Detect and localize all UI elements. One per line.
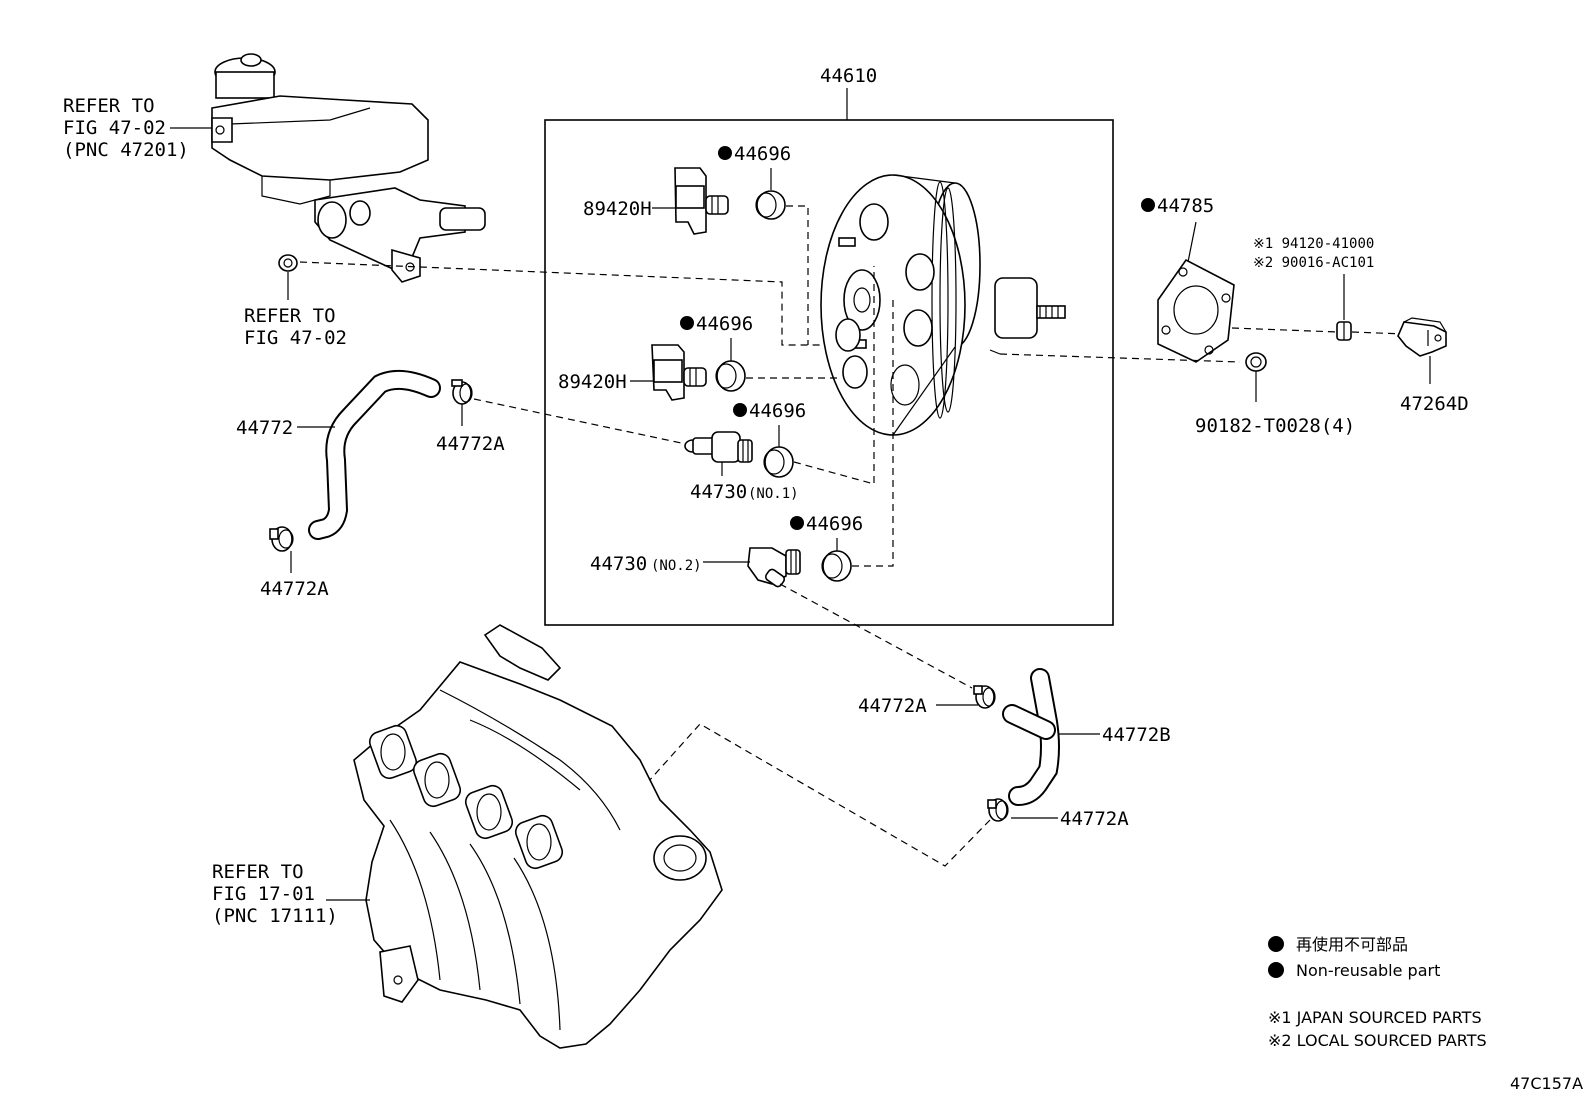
sensor-2-drawing bbox=[651, 344, 707, 401]
refer-master-cylinder-line-3: (PNC 47201) bbox=[63, 139, 189, 161]
non-reusable-dot bbox=[718, 146, 732, 160]
intake-manifold-drawing bbox=[353, 624, 723, 1049]
clamp-lower-upper-drawing bbox=[973, 685, 996, 709]
grommet-3-label: 44696 bbox=[749, 400, 806, 422]
clamp-upper-left-label: 44772A bbox=[260, 578, 329, 600]
sensor-1-drawing bbox=[674, 167, 729, 235]
check-valve-2-label: 44730 bbox=[590, 553, 647, 575]
grommet-2-label: 44696 bbox=[696, 313, 753, 335]
master-cylinder-clip bbox=[278, 254, 298, 272]
grommet-2-drawing bbox=[715, 360, 746, 392]
check-valve-2-drawing bbox=[747, 547, 801, 588]
gasket-drawing bbox=[1157, 258, 1235, 363]
non-reusable-dot bbox=[790, 516, 804, 530]
legend-note-1: ※1 JAPAN SOURCED PARTS bbox=[1268, 1008, 1482, 1027]
nut-drawing bbox=[1245, 352, 1267, 372]
figure-code: 47C157A bbox=[1510, 1074, 1583, 1093]
clamp-upper-left-drawing bbox=[269, 526, 294, 552]
refer-master-cylinder-line-1: REFER TO bbox=[63, 95, 155, 117]
check-valve-1-sub-label: (NO.1) bbox=[748, 486, 799, 502]
check-valve-1-label: 44730 bbox=[690, 481, 747, 503]
bracket-drawing bbox=[1397, 317, 1447, 357]
legend-en: Non-reusable part bbox=[1296, 961, 1440, 980]
hose-lower-drawing bbox=[1002, 668, 1060, 806]
grommet-3-drawing bbox=[763, 446, 794, 478]
hose-lower-label: 44772B bbox=[1102, 724, 1171, 746]
part-number-1: ※1 94120-41000 bbox=[1253, 236, 1374, 252]
part-number-2: ※2 90016-AC101 bbox=[1253, 255, 1374, 271]
grommet-1-label: 44696 bbox=[734, 143, 791, 165]
gasket-label: 44785 bbox=[1157, 195, 1214, 217]
refer-clip-line-2: FIG 47-02 bbox=[244, 327, 347, 349]
nut-cage-drawing bbox=[1336, 321, 1352, 341]
master-cylinder-drawing bbox=[211, 53, 486, 283]
check-valve-2-sub-label: (NO.2) bbox=[651, 558, 702, 574]
refer-manifold-line-1: REFER TO bbox=[212, 861, 304, 883]
check-valve-1-drawing bbox=[684, 431, 753, 463]
legend-jp: 再使用不可部品 bbox=[1296, 935, 1408, 954]
assembly-box bbox=[544, 119, 1114, 626]
brake-booster-drawing bbox=[820, 174, 1066, 436]
refer-manifold-line-3: (PNC 17111) bbox=[212, 905, 338, 927]
nut-label: 90182-T0028(4) bbox=[1195, 415, 1355, 437]
grommet-4-label: 44696 bbox=[806, 513, 863, 535]
refer-manifold-line-2: FIG 17-01 bbox=[212, 883, 315, 905]
legend-note-2: ※2 LOCAL SOURCED PARTS bbox=[1268, 1031, 1487, 1050]
grommet-4-drawing bbox=[821, 550, 852, 582]
assembly-label: 44610 bbox=[820, 65, 877, 87]
non-reusable-dot bbox=[1141, 198, 1155, 212]
legend-dot-jp bbox=[1268, 936, 1284, 952]
refer-clip-line-1: REFER TO bbox=[244, 305, 336, 327]
sensor-1-label: 89420H bbox=[583, 198, 652, 220]
clamp-upper-right-label: 44772A bbox=[436, 433, 505, 455]
sensor-2-label: 89420H bbox=[558, 371, 627, 393]
clamp-upper-right-drawing bbox=[451, 379, 473, 405]
legend-dot-en bbox=[1268, 962, 1284, 978]
non-reusable-dot bbox=[733, 403, 747, 417]
bracket-label: 47264D bbox=[1400, 393, 1469, 415]
non-reusable-dot bbox=[680, 316, 694, 330]
clamp-lower-lower-drawing bbox=[987, 798, 1009, 822]
hose-upper-drawing bbox=[308, 369, 441, 540]
refer-master-cylinder-line-2: FIG 47-02 bbox=[63, 117, 166, 139]
hose-upper-label: 44772 bbox=[236, 417, 293, 439]
clamp-lower-lower-label: 44772A bbox=[1060, 808, 1129, 830]
grommet-1-drawing bbox=[755, 190, 786, 220]
clamp-lower-upper-label: 44772A bbox=[858, 695, 927, 717]
